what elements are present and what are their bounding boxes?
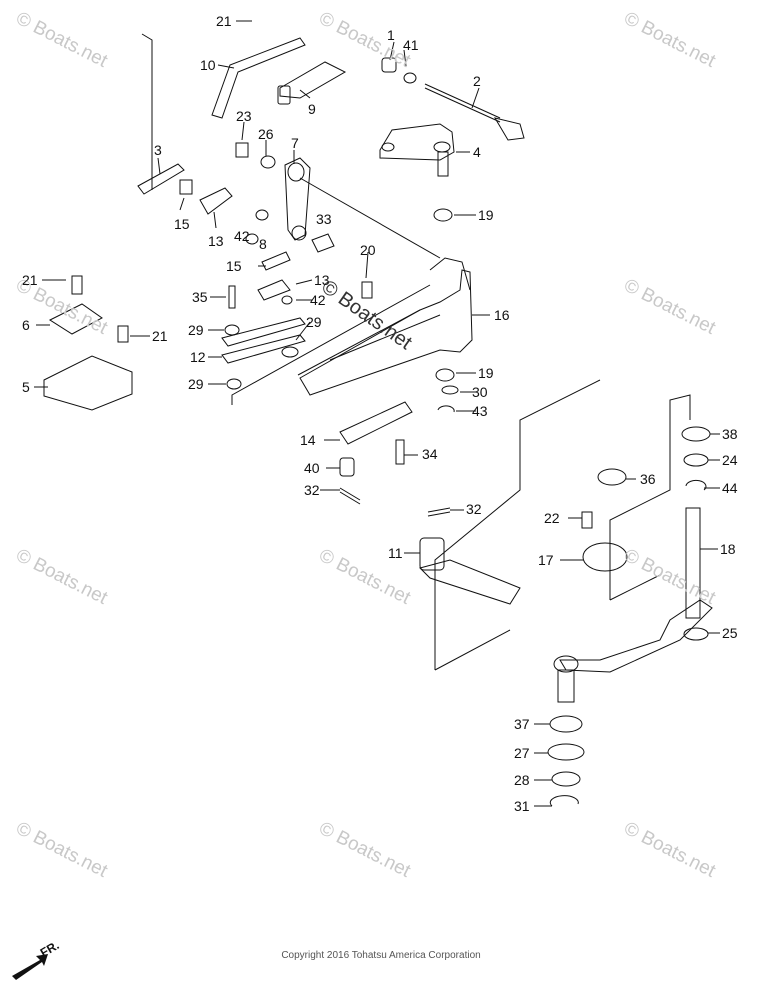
part-2-rod <box>424 87 501 123</box>
part-5-bracket <box>43 355 133 411</box>
callout-label: 30 <box>472 384 488 400</box>
part-11-arm <box>419 559 521 605</box>
part-33-pin <box>311 233 335 253</box>
copyright-notice: Copyright 2016 Tohatsu America Corporati… <box>281 950 481 961</box>
callout-label: 37 <box>514 716 530 732</box>
group-box-right <box>609 394 691 600</box>
callout-label: 29 <box>188 322 204 338</box>
callout-label: 44 <box>722 480 738 496</box>
callout-label: 15 <box>174 216 190 232</box>
part-16-bracket <box>299 269 473 396</box>
callout-label: 15 <box>226 258 242 274</box>
callout-label: 12 <box>190 349 206 365</box>
part-19-bushing <box>433 208 453 222</box>
callout-label: 18 <box>720 541 736 557</box>
callout-label: 34 <box>422 446 438 462</box>
callout-label: 19 <box>478 207 494 223</box>
part-12-link <box>221 317 306 347</box>
callout-label: 21 <box>152 328 168 344</box>
callout-label: 42 <box>234 228 250 244</box>
callout-label: 32 <box>304 482 320 498</box>
callout-label: 27 <box>514 745 530 761</box>
callout-label: 7 <box>291 135 299 151</box>
part-14-plate <box>339 401 413 445</box>
callout-label: 32 <box>466 501 482 517</box>
part-6-clip <box>48 303 103 335</box>
callout-label: 36 <box>640 471 656 487</box>
callout-label: 2 <box>473 73 481 89</box>
callout-label: 35 <box>192 289 208 305</box>
callout-label: 23 <box>236 108 252 124</box>
callout-label: 13 <box>208 233 224 249</box>
callout-label: 3 <box>154 142 162 158</box>
callout-label: 5 <box>22 379 30 395</box>
part-9-bar <box>279 61 347 99</box>
callout-label: 19 <box>478 365 494 381</box>
callout-label: 16 <box>494 307 510 323</box>
callout-label: 38 <box>722 426 738 442</box>
part-4-bracket <box>379 123 455 161</box>
group-box-lower <box>434 379 601 670</box>
callout-label: 43 <box>472 403 488 419</box>
group-bracket-left <box>141 33 153 190</box>
callout-label: 29 <box>188 376 204 392</box>
callout-label: 1 <box>387 27 395 43</box>
callout-label: 41 <box>403 37 419 53</box>
part-36-bushing <box>597 468 627 486</box>
callout-label: 9 <box>308 101 316 117</box>
callout-label: 21 <box>216 13 232 29</box>
group-line-right <box>297 309 421 376</box>
callout-label: 29 <box>306 314 322 330</box>
part-3-link <box>137 163 185 195</box>
part-17-holder <box>582 542 628 572</box>
callout-label: 42 <box>310 292 326 308</box>
callout-label: 17 <box>538 552 554 568</box>
callout-label: 33 <box>316 211 332 227</box>
callout-label: 26 <box>258 126 274 142</box>
callout-label: 20 <box>360 242 376 258</box>
front-direction-arrow <box>12 954 48 980</box>
callout-label: 6 <box>22 317 30 333</box>
part-18-shaft <box>685 507 701 619</box>
callout-label: 21 <box>22 272 38 288</box>
callout-label: 11 <box>388 545 403 561</box>
callout-label: 31 <box>514 798 530 814</box>
callout-label: 24 <box>722 452 738 468</box>
callout-label: 40 <box>304 460 320 476</box>
callout-label: 28 <box>514 772 530 788</box>
callout-label: 25 <box>722 625 738 641</box>
part-7-lever <box>284 157 311 241</box>
part-10-bar <box>211 37 306 119</box>
group-bracket-center <box>231 284 431 405</box>
callout-label: 14 <box>300 432 316 448</box>
callout-label: 22 <box>544 510 560 526</box>
callout-label: 4 <box>473 144 481 160</box>
callout-label: 10 <box>200 57 216 73</box>
callout-label: 8 <box>259 236 267 252</box>
callout-label: 13 <box>314 272 330 288</box>
